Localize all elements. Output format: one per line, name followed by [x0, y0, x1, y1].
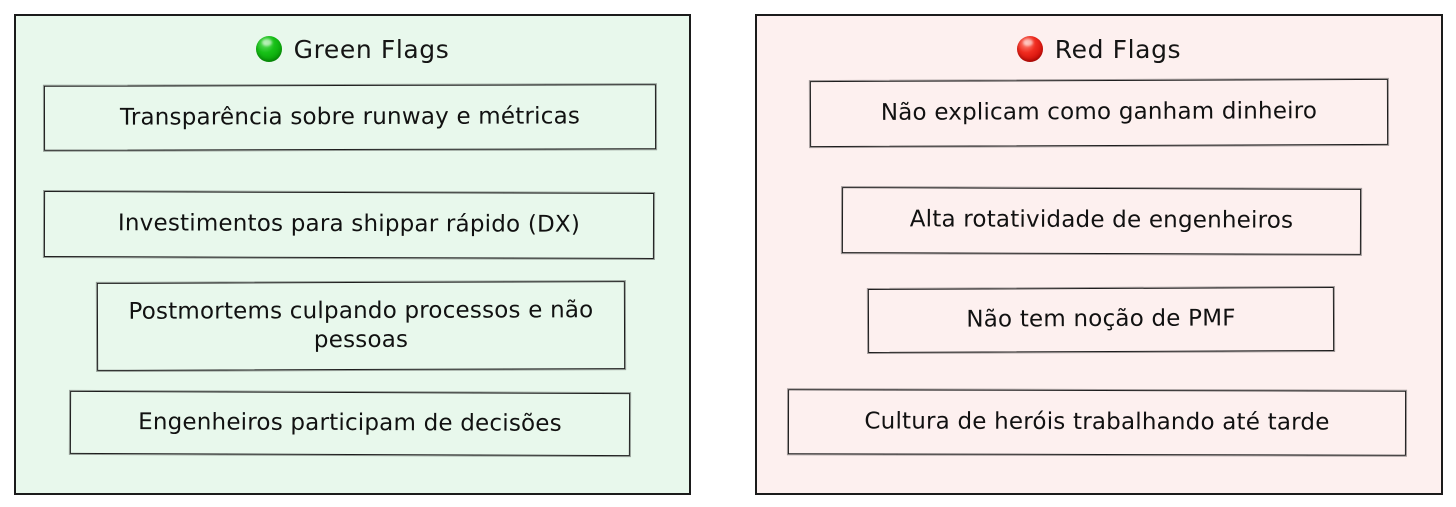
red-flag-item-1[interactable]: Não explicam como ganham dinheiro	[809, 78, 1389, 148]
red-flag-item-4[interactable]: Cultura de heróis trabalhando até tarde	[787, 389, 1407, 456]
green-flag-item-1[interactable]: Transparência sobre runway e métricas	[43, 84, 657, 151]
red-flag-item-2[interactable]: Alta rotatividade de engenheiros	[841, 187, 1362, 255]
green-flag-item-2[interactable]: Investimentos para shippar rápido (DX)	[43, 191, 655, 259]
green-flag-item-4[interactable]: Engenheiros participam de decisões	[69, 390, 631, 457]
red-flag-item-1-label: Não explicam como ganham dinheiro	[880, 98, 1318, 127]
green-flag-item-3[interactable]: Postmortems culpando processos e não pes…	[96, 281, 626, 371]
red-flag-item-3[interactable]: Não tem noção de PMF	[867, 286, 1335, 354]
green-flags-header: Green Flags	[16, 26, 689, 72]
red-flag-item-3-label: Não tem noção de PMF	[966, 305, 1236, 333]
green-flags-title: Green Flags	[293, 34, 450, 64]
red-flag-item-2-label: Alta rotatividade de engenheiros	[909, 206, 1294, 234]
red-flags-title: Red Flags	[1054, 34, 1182, 64]
green-flag-item-2-label: Investimentos para shippar rápido (DX)	[117, 210, 581, 239]
green-flag-item-3-label: Postmortems culpando processos e não pes…	[128, 296, 594, 354]
red-circle-icon	[1016, 36, 1043, 62]
green-flag-item-4-label: Engenheiros participam de decisões	[138, 408, 562, 437]
red-flag-item-4-label: Cultura de heróis trabalhando até tarde	[864, 408, 1330, 436]
green-flag-item-1-label: Transparência sobre runway e métricas	[119, 103, 581, 131]
green-circle-icon	[255, 36, 282, 62]
red-flags-header: Red Flags	[757, 26, 1441, 72]
